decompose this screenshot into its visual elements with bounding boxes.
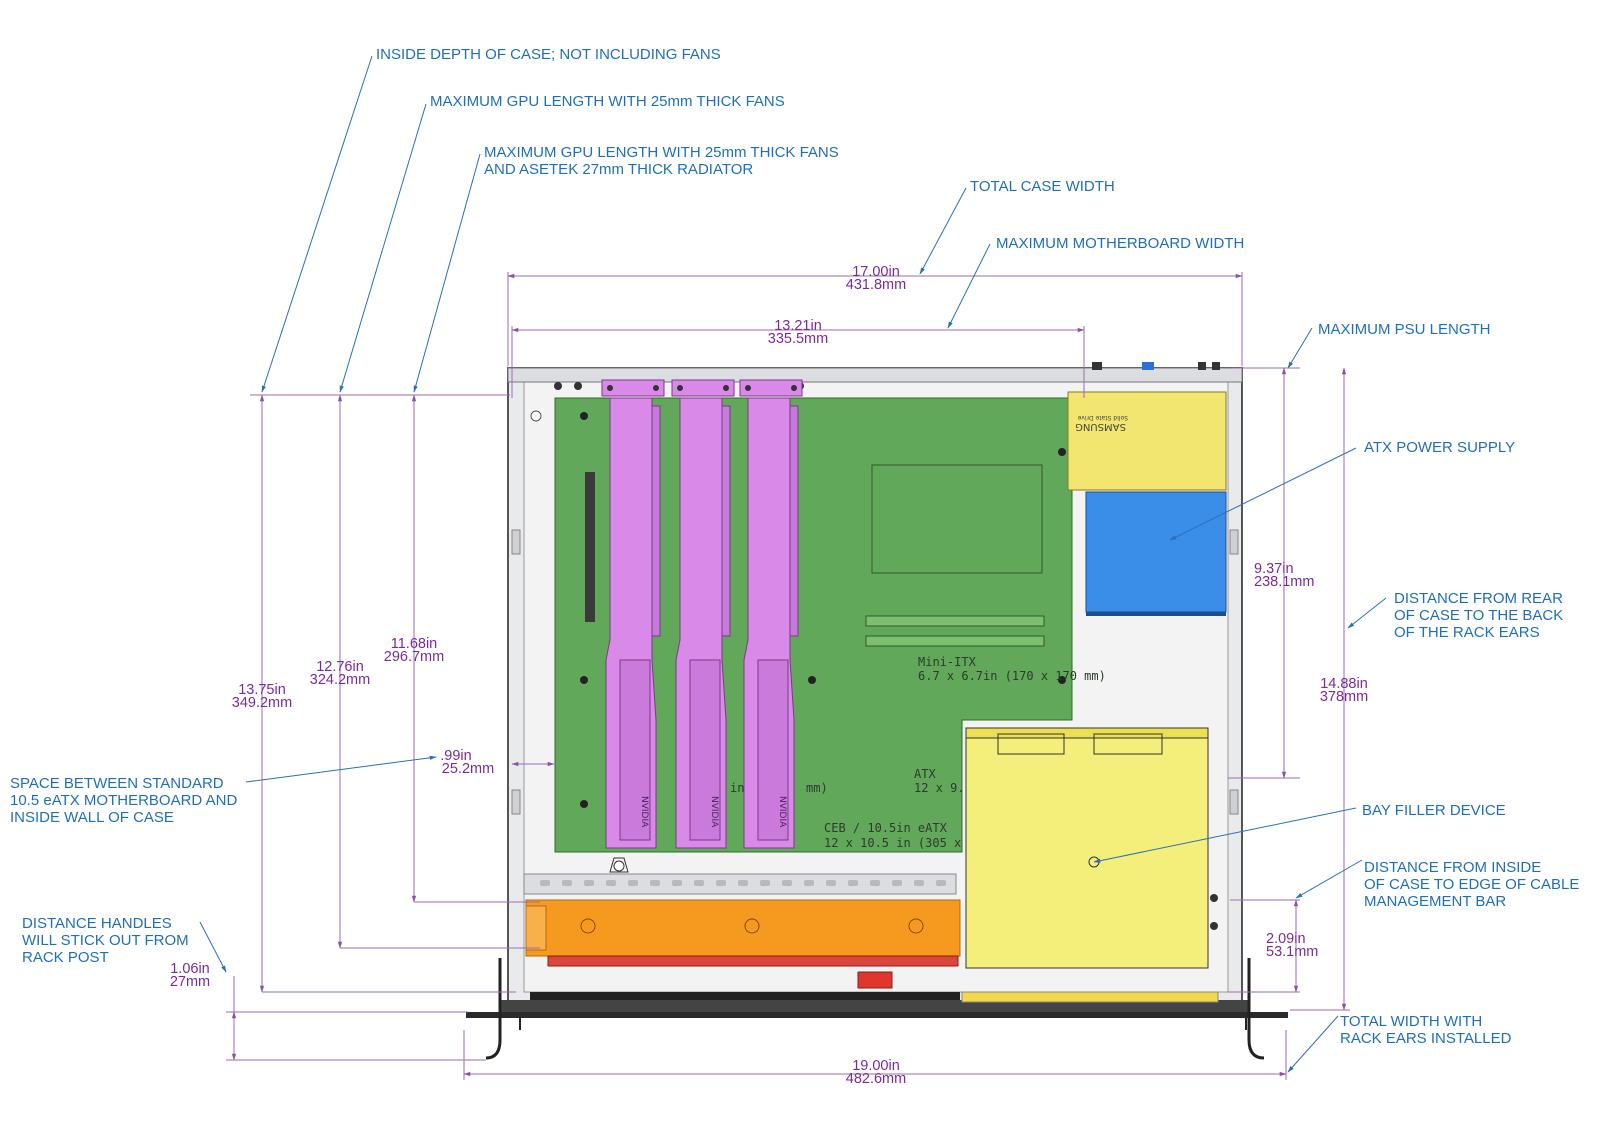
dim-depth-in: 13.75in <box>238 682 286 698</box>
callout-atx-power-supply: ATX POWER SUPPLY <box>1364 439 1515 456</box>
mini-itx-size-label: 6.7 x 6.7in (170 x 170 mm) <box>918 669 1106 683</box>
dim-psu-in: 9.37in <box>1254 561 1294 577</box>
callout-handles-line3: RACK POST <box>22 949 109 966</box>
gpu-brand-label: NVIDIA <box>639 796 649 828</box>
mini-itx-label: Mini-ITX <box>918 655 977 669</box>
callout-width-ears-line2: RACK EARS INSTALLED <box>1340 1030 1512 1047</box>
ceb-label: CEB / 10.5in eATX <box>824 821 948 835</box>
dim-cable-in: 2.09in <box>1266 931 1306 947</box>
callout-gpu-length-25mm: MAXIMUM GPU LENGTH WITH 25mm THICK FANS <box>430 93 785 110</box>
gpu-brand-label: NVIDIA <box>777 796 787 828</box>
dim-mb-width-mm: 335.5mm <box>768 331 828 347</box>
callout-space-between-line1: SPACE BETWEEN STANDARD <box>10 775 224 792</box>
dim-ears-width-in: 19.00in <box>852 1058 900 1074</box>
dim-psu-mm: 238.1mm <box>1254 574 1314 590</box>
callout-space-between-line3: INSIDE WALL OF CASE <box>10 809 174 826</box>
callout-cable-bar-line1: DISTANCE FROM INSIDE <box>1364 859 1541 876</box>
callout-rear-to-ears-line2: OF CASE TO THE BACK <box>1394 607 1563 624</box>
dim-handles-in: 1.06in <box>170 961 210 977</box>
callout-gpu-length-radiator-line1: MAXIMUM GPU LENGTH WITH 25mm THICK FANS <box>484 144 839 161</box>
callout-total-case-width: TOTAL CASE WIDTH <box>970 178 1115 195</box>
dim-ears-depth-in: 14.88in <box>1320 676 1368 692</box>
dim-gap-in: .99in <box>440 748 471 764</box>
gpu-cards: NVIDIA NVIDIA NVIDIA <box>601 379 803 849</box>
dim-cable-mm: 53.1mm <box>1266 944 1318 960</box>
callout-space-between-line2: 10.5 eATX MOTHERBOARD AND <box>10 792 237 809</box>
dim-gpu25-mm: 324.2mm <box>310 672 370 688</box>
callout-cable-bar-line3: MANAGEMENT BAR <box>1364 893 1506 910</box>
atx-size-fragment-right: mm) <box>806 781 828 795</box>
dim-gpurad-mm: 296.7mm <box>384 649 444 665</box>
dim-gpurad-in: 11.68in <box>391 636 438 652</box>
cable-management-bar <box>523 857 957 895</box>
memory-slot <box>865 615 1045 627</box>
callout-handles-line1: DISTANCE HANDLES <box>22 915 172 932</box>
gpu-card: NVIDIA <box>601 379 665 849</box>
dim-gpu25-in: 12.76in <box>316 659 364 675</box>
ssd-sub-label: Solid State Drive <box>1077 414 1128 421</box>
callout-handles-line2: WILL STICK OUT FROM <box>22 932 189 949</box>
fan-shroud <box>525 899 961 957</box>
bay-filler-device <box>965 727 1209 969</box>
dim-gap-mm: 25.2mm <box>442 761 494 777</box>
callout-gpu-length-radiator-line2: AND ASETEK 27mm THICK RADIATOR <box>484 161 753 178</box>
expansion-slot <box>585 472 595 622</box>
callout-bay-filler: BAY FILLER DEVICE <box>1362 802 1506 819</box>
callout-labels: INSIDE DEPTH OF CASE; NOT INCLUDING FANS… <box>10 46 1579 1047</box>
callout-rear-to-ears-line3: OF THE RACK EARS <box>1394 624 1540 641</box>
cpu-socket-area <box>871 464 1043 574</box>
dim-depth-mm: 349.2mm <box>232 695 292 711</box>
dimension-values: 17.00in 431.8mm 13.21in 335.5mm 13.75in … <box>170 264 1368 1087</box>
atx-power-supply <box>1085 491 1227 616</box>
atx-size-label: 12 x 9.6 <box>914 781 972 795</box>
memory-slot <box>865 635 1045 647</box>
callout-max-motherboard-width: MAXIMUM MOTHERBOARD WIDTH <box>996 235 1244 252</box>
atx-label: ATX <box>914 767 936 781</box>
gpu-card: NVIDIA <box>671 379 735 849</box>
callout-max-psu-length: MAXIMUM PSU LENGTH <box>1318 321 1491 338</box>
fans <box>547 955 959 989</box>
callout-width-ears-line1: TOTAL WIDTH WITH <box>1340 1013 1482 1030</box>
leader-lines <box>199 55 1387 1073</box>
dim-total-width-mm: 431.8mm <box>846 277 906 293</box>
dim-handles-mm: 27mm <box>170 974 210 990</box>
ssd-drive: SAMSUNG Solid State Drive <box>1067 391 1227 491</box>
dim-total-width-in: 17.00in <box>852 264 900 280</box>
callout-rear-to-ears-line1: DISTANCE FROM REAR <box>1394 590 1563 607</box>
dim-mb-width-in: 13.21in <box>774 318 822 334</box>
ssd-brand-label: SAMSUNG <box>1075 421 1126 432</box>
atx-size-fragment-left: in <box>730 781 744 795</box>
dim-ears-depth-mm: 378mm <box>1320 689 1368 705</box>
gpu-brand-label: NVIDIA <box>709 796 719 828</box>
gpu-card: NVIDIA <box>739 379 803 849</box>
dimension-lines <box>226 272 1350 1080</box>
callout-cable-bar-line2: OF CASE TO EDGE OF CABLE <box>1364 876 1579 893</box>
callout-inside-depth: INSIDE DEPTH OF CASE; NOT INCLUDING FANS <box>376 46 721 63</box>
dim-ears-width-mm: 482.6mm <box>846 1071 906 1087</box>
